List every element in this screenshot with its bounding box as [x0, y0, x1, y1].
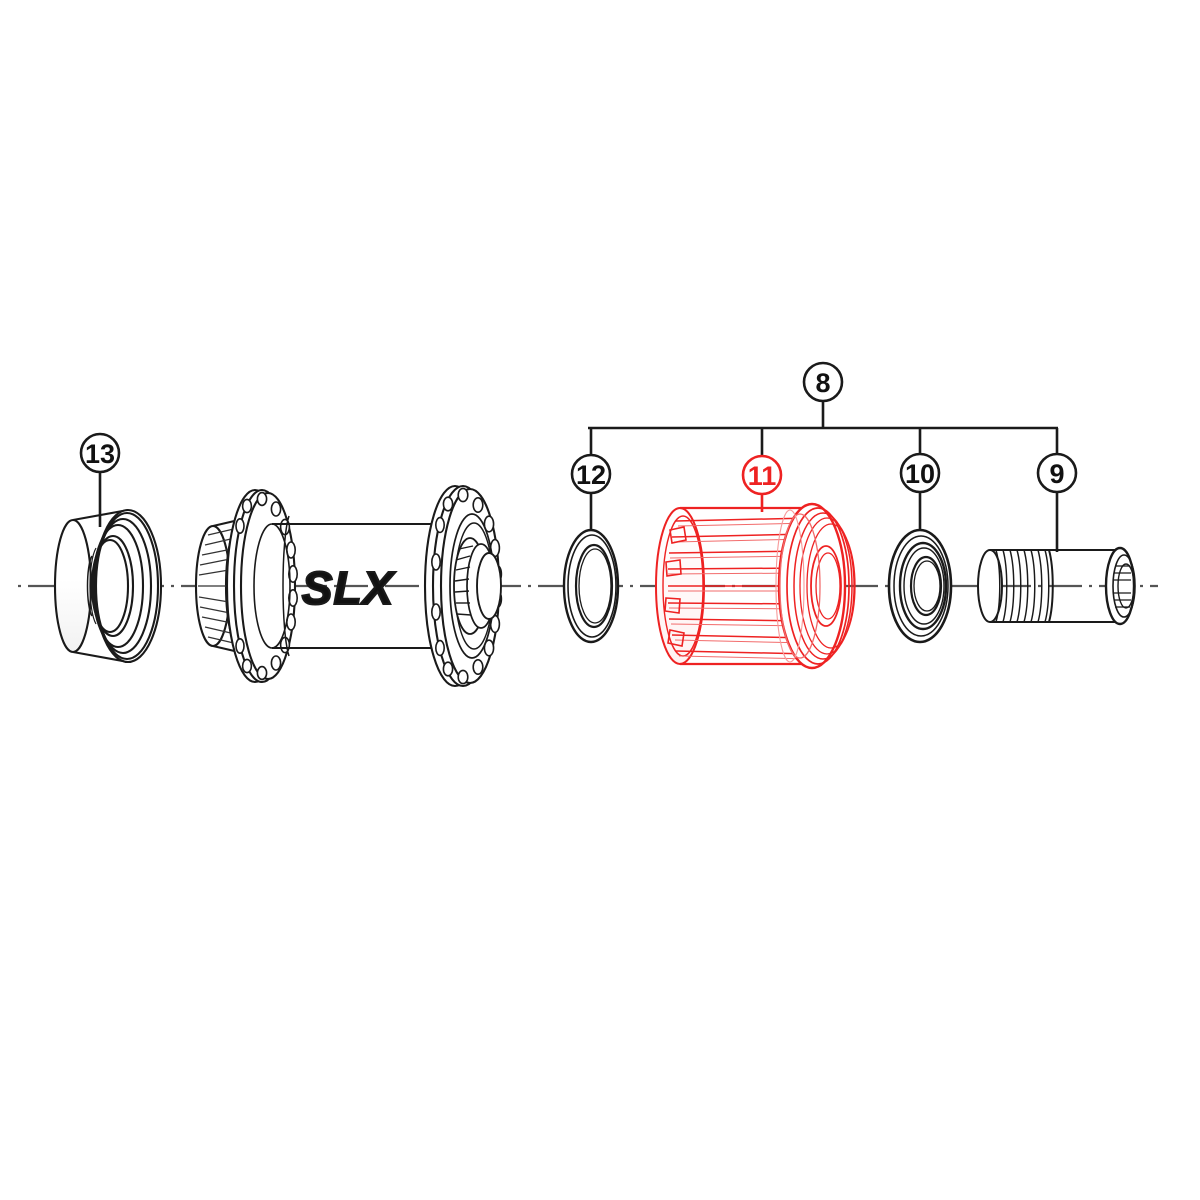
callout-10-label: 10 [905, 459, 935, 489]
callout-10[interactable]: 10 [899, 452, 941, 494]
callout-8[interactable]: 8 [802, 361, 844, 403]
part-9-threaded-axle[interactable] [977, 546, 1136, 626]
part-11-freehub-body[interactable] [655, 502, 856, 670]
callout-12-label: 12 [576, 460, 606, 490]
part-12-seal-washer[interactable] [562, 528, 620, 644]
part-13-left-cap-ring[interactable] [53, 508, 163, 664]
group-8-bracket [588, 401, 1059, 456]
callout-11-label: 11 [748, 461, 777, 491]
hub-internal-spline [453, 537, 502, 635]
callout-9-label: 9 [1049, 459, 1064, 489]
part-10-bearing-cone-assembly[interactable] [887, 528, 953, 644]
callout-bubbles: 13 12 11 10 9 8 [79, 361, 1078, 496]
hub-left-flange [225, 488, 298, 684]
callout-leader-lines [98, 472, 1059, 552]
callout-9[interactable]: 9 [1036, 452, 1078, 494]
callout-13-label: 13 [85, 439, 115, 469]
slx-logo-text: SLX [302, 562, 396, 614]
callout-12[interactable]: 12 [570, 453, 612, 495]
callout-8-label: 8 [815, 368, 830, 398]
callout-11[interactable]: 11 [741, 454, 783, 496]
hub-barrel [272, 515, 455, 657]
part-slx-hub-shell[interactable]: SLX [194, 484, 503, 688]
callout-13[interactable]: 13 [79, 432, 121, 474]
